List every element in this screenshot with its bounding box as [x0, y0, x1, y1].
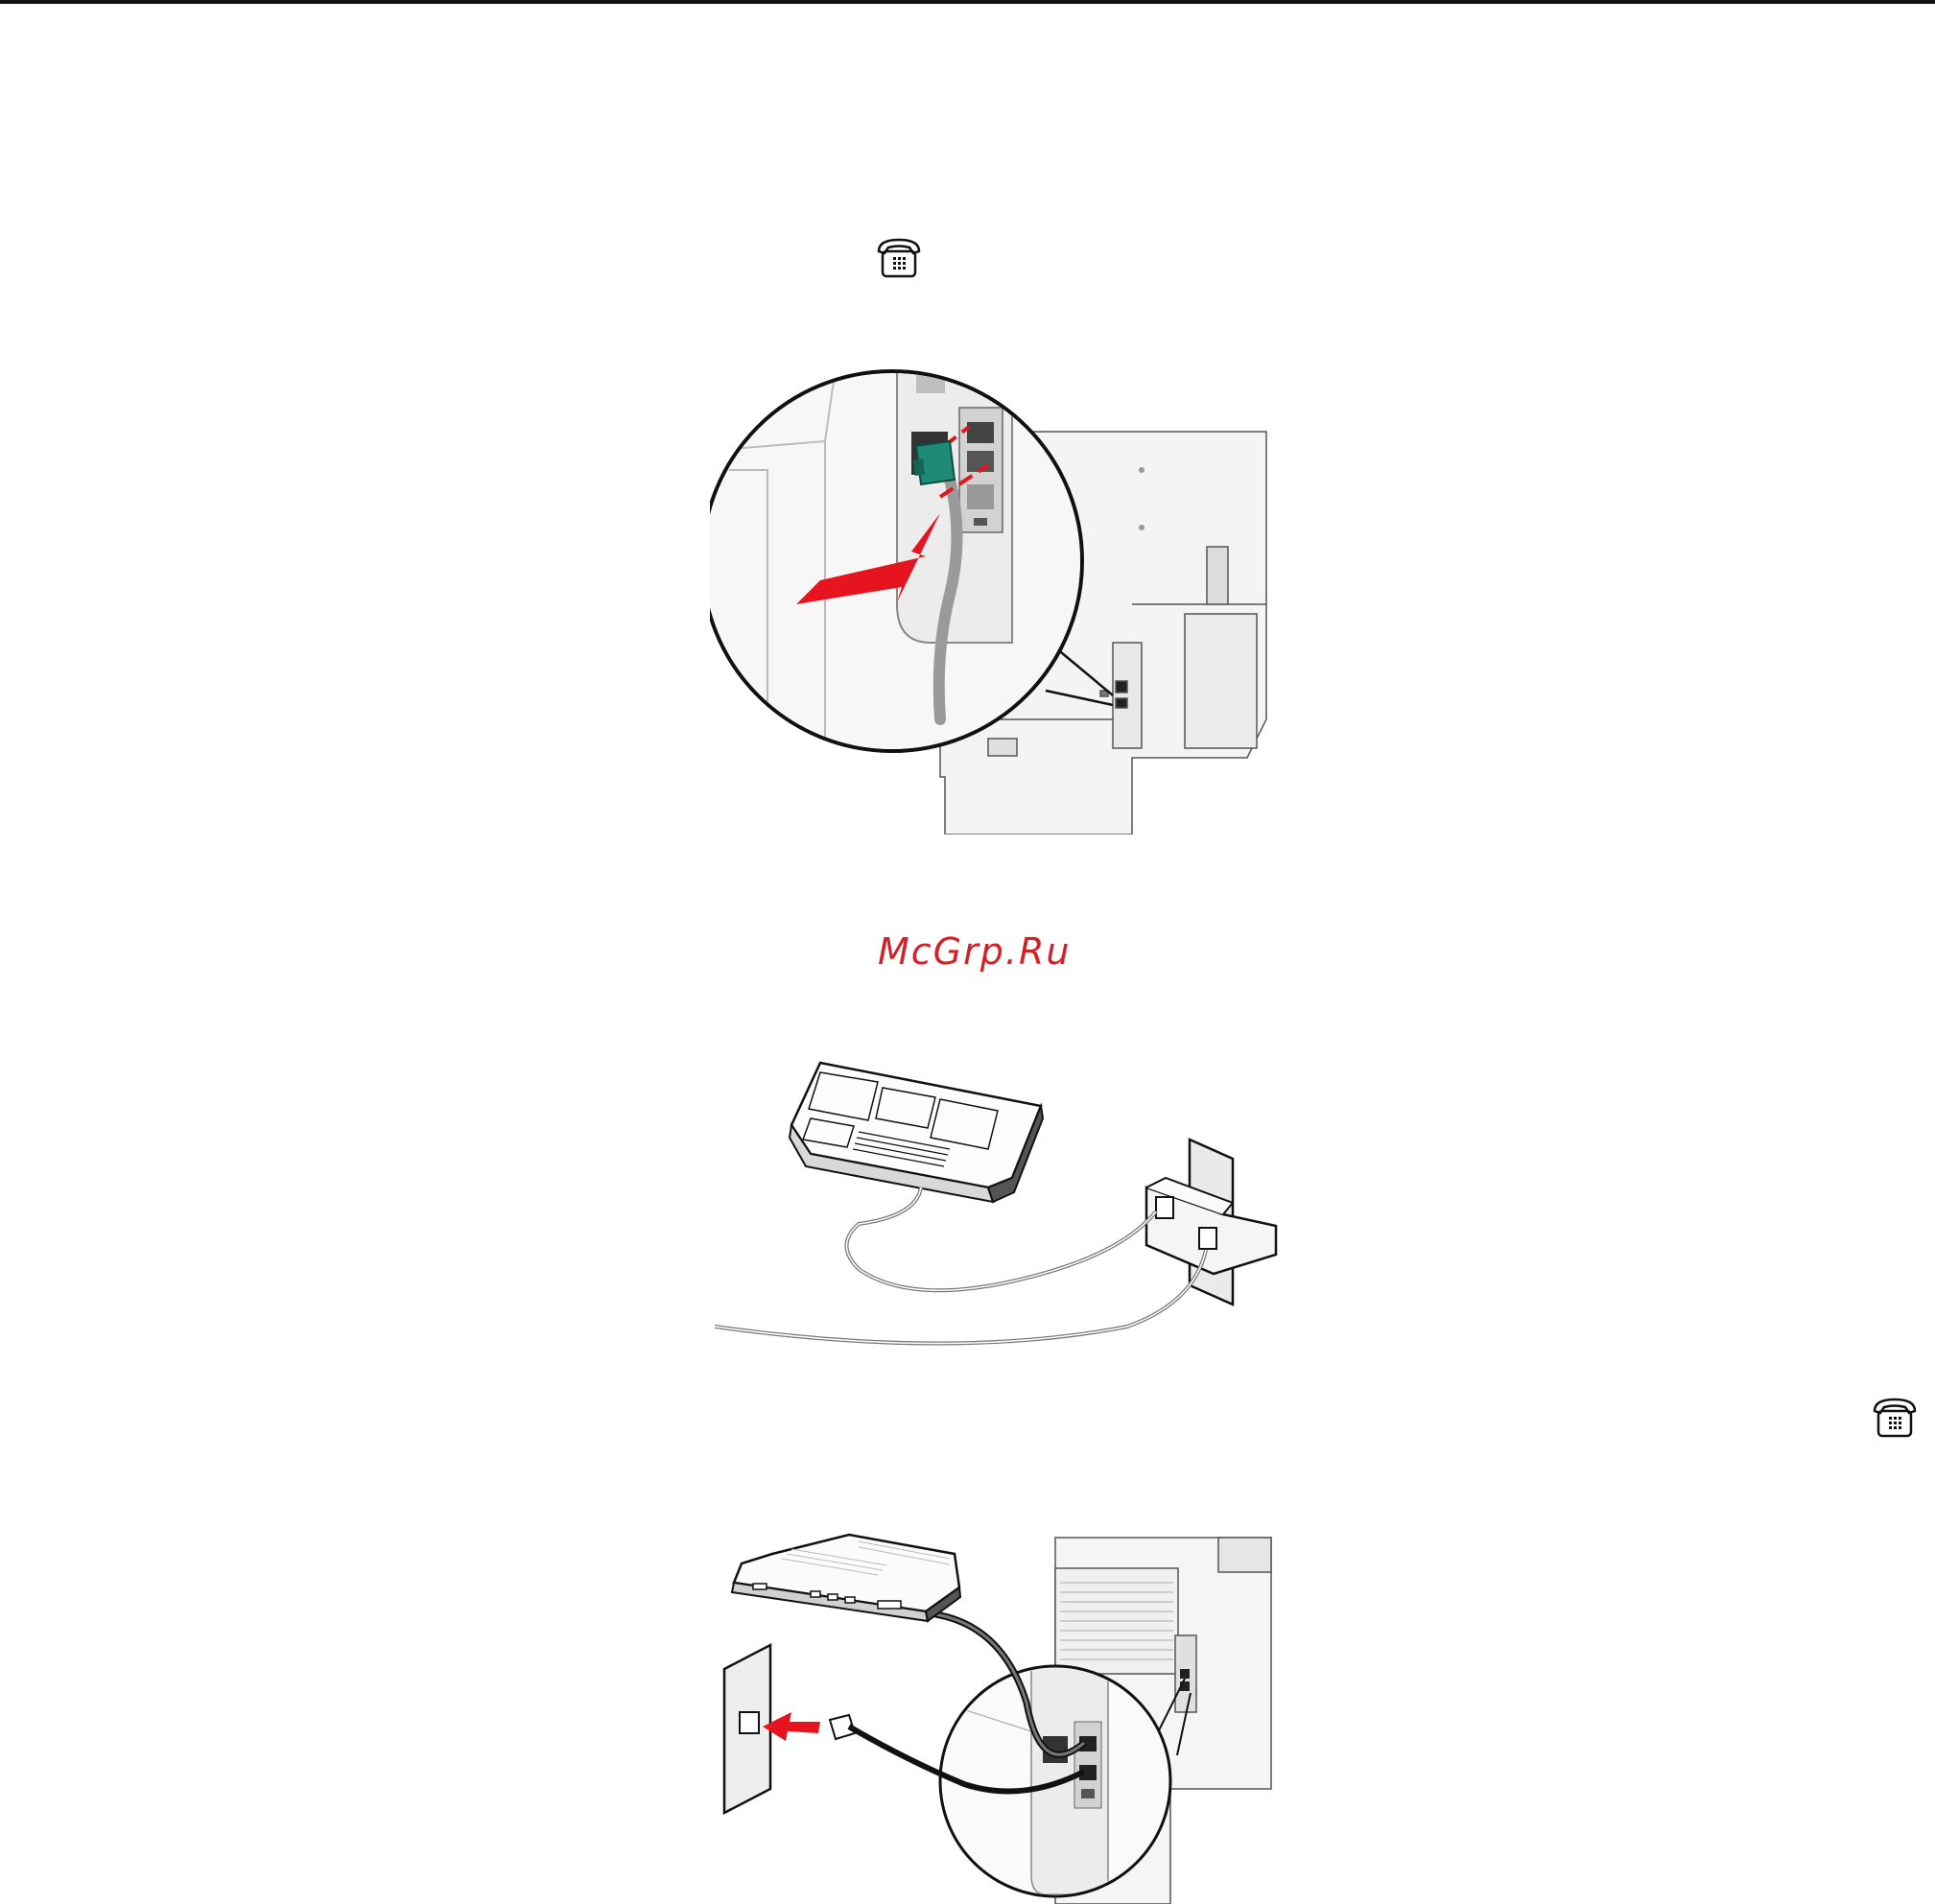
page-top-rule: [0, 0, 1935, 4]
telephone-port-icon: [875, 236, 923, 280]
watermark-text: McGrp.Ru: [878, 930, 1071, 973]
watermark: McGrp.Ru: [878, 930, 1071, 973]
telephone-port-icon-right: [1871, 1396, 1919, 1440]
figure-remove-wrap-plug: [710, 317, 1286, 834]
figure-answering-machine-splitter: [715, 1053, 1290, 1351]
figure-answering-machine-to-printer: [715, 1530, 1290, 1904]
